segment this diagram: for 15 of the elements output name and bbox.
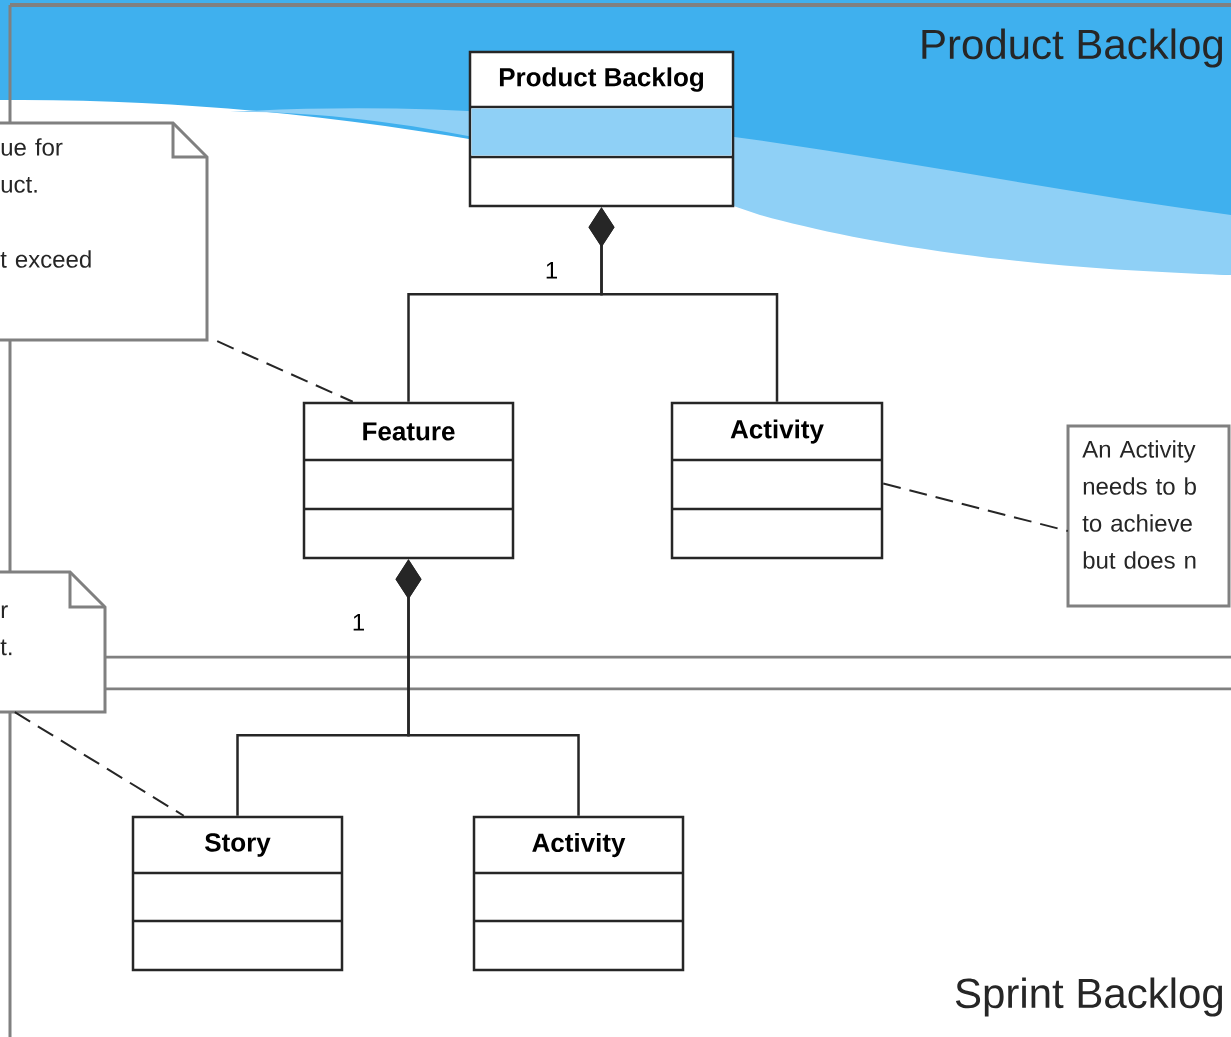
multiplicity-label: 1 [546, 262, 557, 279]
class-box: Story [131, 815, 344, 972]
class-box: Activity [472, 815, 685, 972]
class-box: Feature [302, 401, 515, 560]
section-title: Product Backlog [922, 28, 1223, 68]
class-box: Product Backlog [468, 50, 735, 208]
note-box: ue for uct. t exceed [0, 121, 209, 342]
dashed-link [882, 482, 1069, 532]
section-title: Sprint Backlog [955, 977, 1223, 1017]
note-box: An Activity needs to b to achieve but does n [1066, 424, 1231, 608]
dashed-link [13, 711, 185, 817]
dashed-link [216, 340, 354, 403]
note-box: r t. [0, 570, 107, 714]
multiplicity-label: 1 [353, 614, 364, 631]
class-box: Activity [670, 401, 884, 560]
